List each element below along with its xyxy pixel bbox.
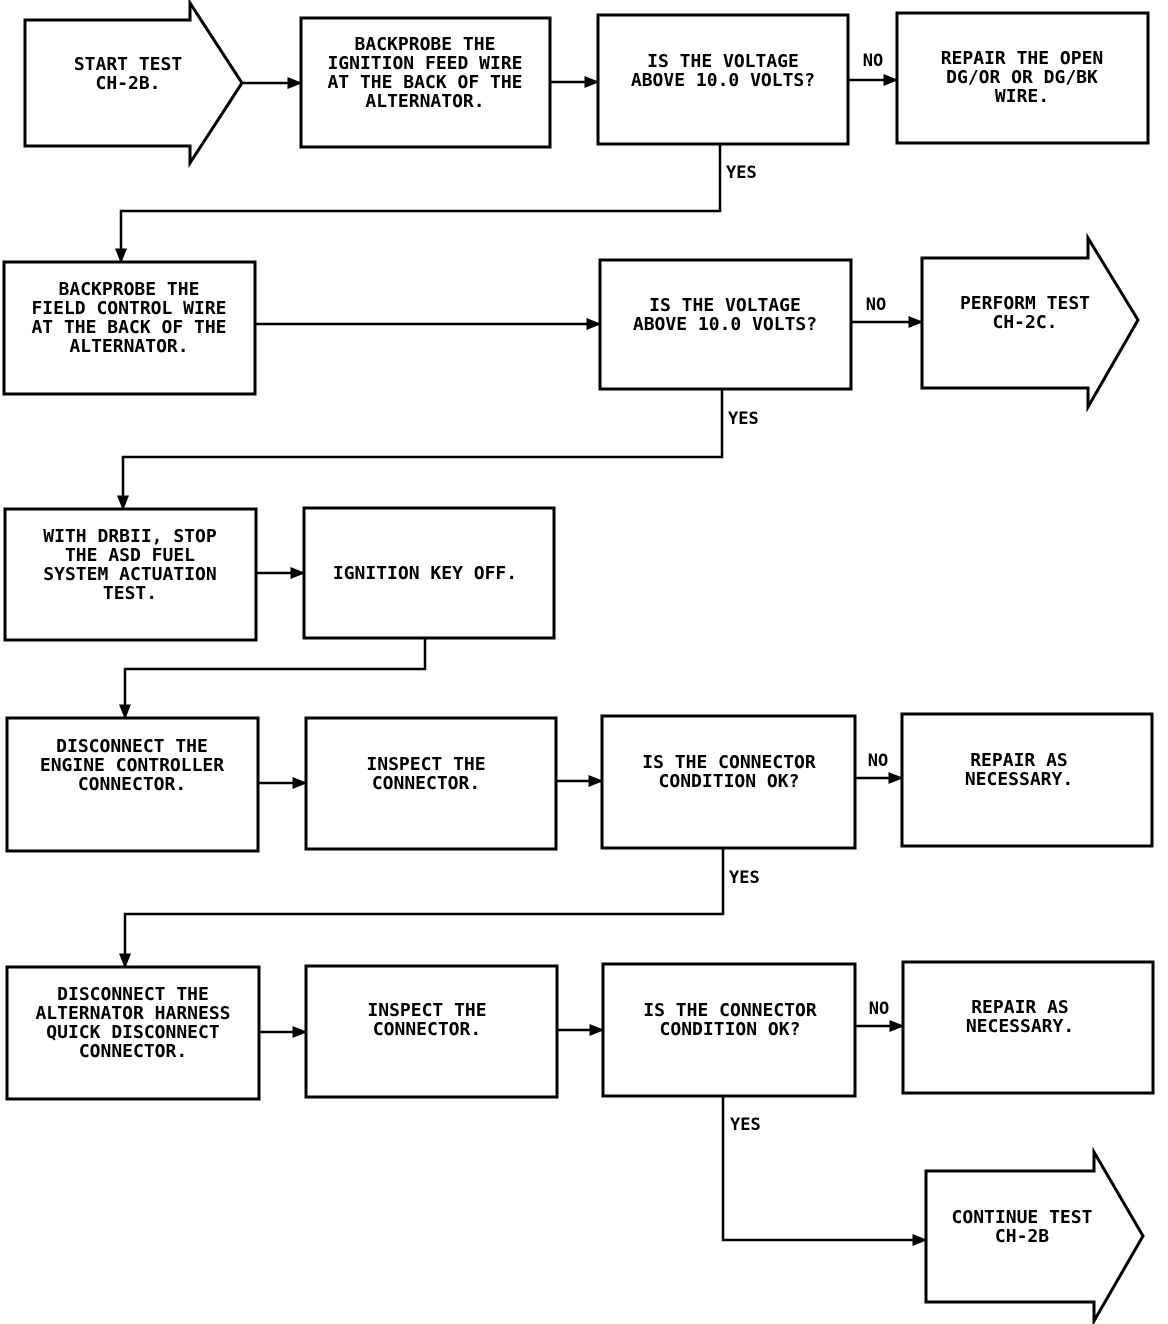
text-line: CONNECTOR. [372,773,480,794]
text-line: REPAIR THE OPEN [941,48,1104,69]
text-line: NECESSARY. [966,1016,1074,1037]
text-line: PERFORM TEST [960,293,1090,314]
text-line: INSPECT THE [366,754,485,775]
text-line: WIRE. [995,86,1049,107]
text-line: CONDITION OK? [660,1019,801,1040]
text-line: THE ASD FUEL [65,545,195,566]
yes-label: YES [729,868,760,888]
ignition-off-box: IGNITION KEY OFF. [302,506,556,640]
text-line: BACKPROBE THE [59,279,200,300]
text-line: IS THE CONNECTOR [643,1000,817,1021]
text-line: CONDITION OK? [659,771,800,792]
text-line: IGNITION FEED WIRE [327,53,522,74]
text-line: CONNECTOR. [79,1041,187,1062]
no-label: NO [863,51,883,71]
text-line: DG/OR OR DG/BK [946,67,1098,88]
text-line: REPAIR AS [970,750,1068,771]
text-line: INSPECT THE [367,1000,486,1021]
text-line: DISCONNECT THE [57,984,209,1005]
text-line: TEST. [103,583,157,604]
yes-label: YES [726,163,757,183]
no-label: NO [869,999,889,1019]
text-line: ABOVE 10.0 VOLTS? [633,314,817,335]
text-line: START TEST [74,54,183,75]
text-line: IS THE VOLTAGE [649,295,801,316]
ignition-off-text: IGNITION KEY OFF. [333,563,517,584]
text-line: CONNECTOR. [373,1019,481,1040]
text-line: ALTERNATOR. [69,336,188,357]
text-line: AT THE BACK OF THE [31,317,226,338]
text-line: NECESSARY. [965,769,1073,790]
text-line: WITH DRBII, STOP [43,526,217,547]
text-line: ENGINE CONTROLLER [40,755,224,776]
yes-line [721,1096,928,1246]
text-line: SYSTEM ACTUATION [43,564,216,585]
text-line: DISCONNECT THE [56,736,208,757]
text-line: CH-2C. [992,312,1057,333]
yes-line [117,389,724,511]
text-line: ALTERNATOR. [365,91,484,112]
text-line: IS THE VOLTAGE [647,51,799,72]
text-line: BACKPROBE THE [355,34,496,55]
yes-line [119,848,725,969]
text-line: CONTINUE TEST [952,1207,1093,1228]
text-line: ABOVE 10.0 VOLTS? [631,70,815,91]
no-label: NO [868,751,888,771]
text-line: REPAIR AS [971,997,1069,1018]
text-line: CH-2B. [95,73,160,94]
text-line: AT THE BACK OF THE [327,72,522,93]
text-line: IGNITION KEY OFF. [333,563,517,584]
yes-label: YES [730,1115,761,1135]
text-line: CONNECTOR. [78,774,186,795]
connector-line [119,638,427,720]
text-line: CH-2B [995,1226,1049,1247]
text-line: FIELD CONTROL WIRE [31,298,226,319]
text-line: IS THE CONNECTOR [642,752,816,773]
yes-line [115,144,722,264]
text-line: ALTERNATOR HARNESS [35,1003,230,1024]
text-line: QUICK DISCONNECT [46,1022,220,1043]
no-label: NO [866,295,886,315]
yes-label: YES [728,409,759,429]
